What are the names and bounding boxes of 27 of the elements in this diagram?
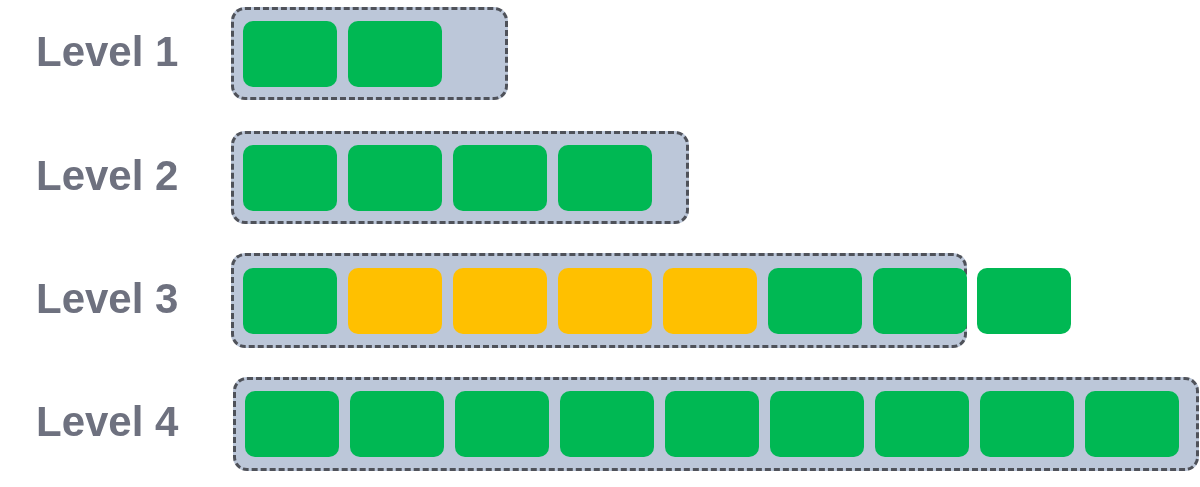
block: [560, 391, 654, 457]
block: [977, 268, 1071, 334]
block: [558, 267, 652, 334]
level-label: Level 3: [36, 277, 179, 320]
block: [243, 144, 337, 211]
block: [558, 144, 652, 211]
block: [768, 267, 862, 334]
block: [243, 20, 337, 87]
block: [455, 391, 549, 457]
block: [348, 144, 442, 211]
block: [663, 267, 757, 334]
block: [245, 391, 339, 457]
block: [980, 391, 1074, 457]
block: [770, 391, 864, 457]
level-label: Level 2: [36, 154, 179, 197]
block: [243, 267, 337, 334]
block: [348, 267, 442, 334]
block: [350, 391, 444, 457]
block: [873, 267, 967, 334]
block: [875, 391, 969, 457]
block: [453, 267, 547, 334]
level-label: Level 1: [36, 30, 179, 73]
block: [665, 391, 759, 457]
block: [348, 20, 442, 87]
block: [453, 144, 547, 211]
block: [1085, 391, 1179, 457]
level-label: Level 4: [36, 401, 179, 443]
